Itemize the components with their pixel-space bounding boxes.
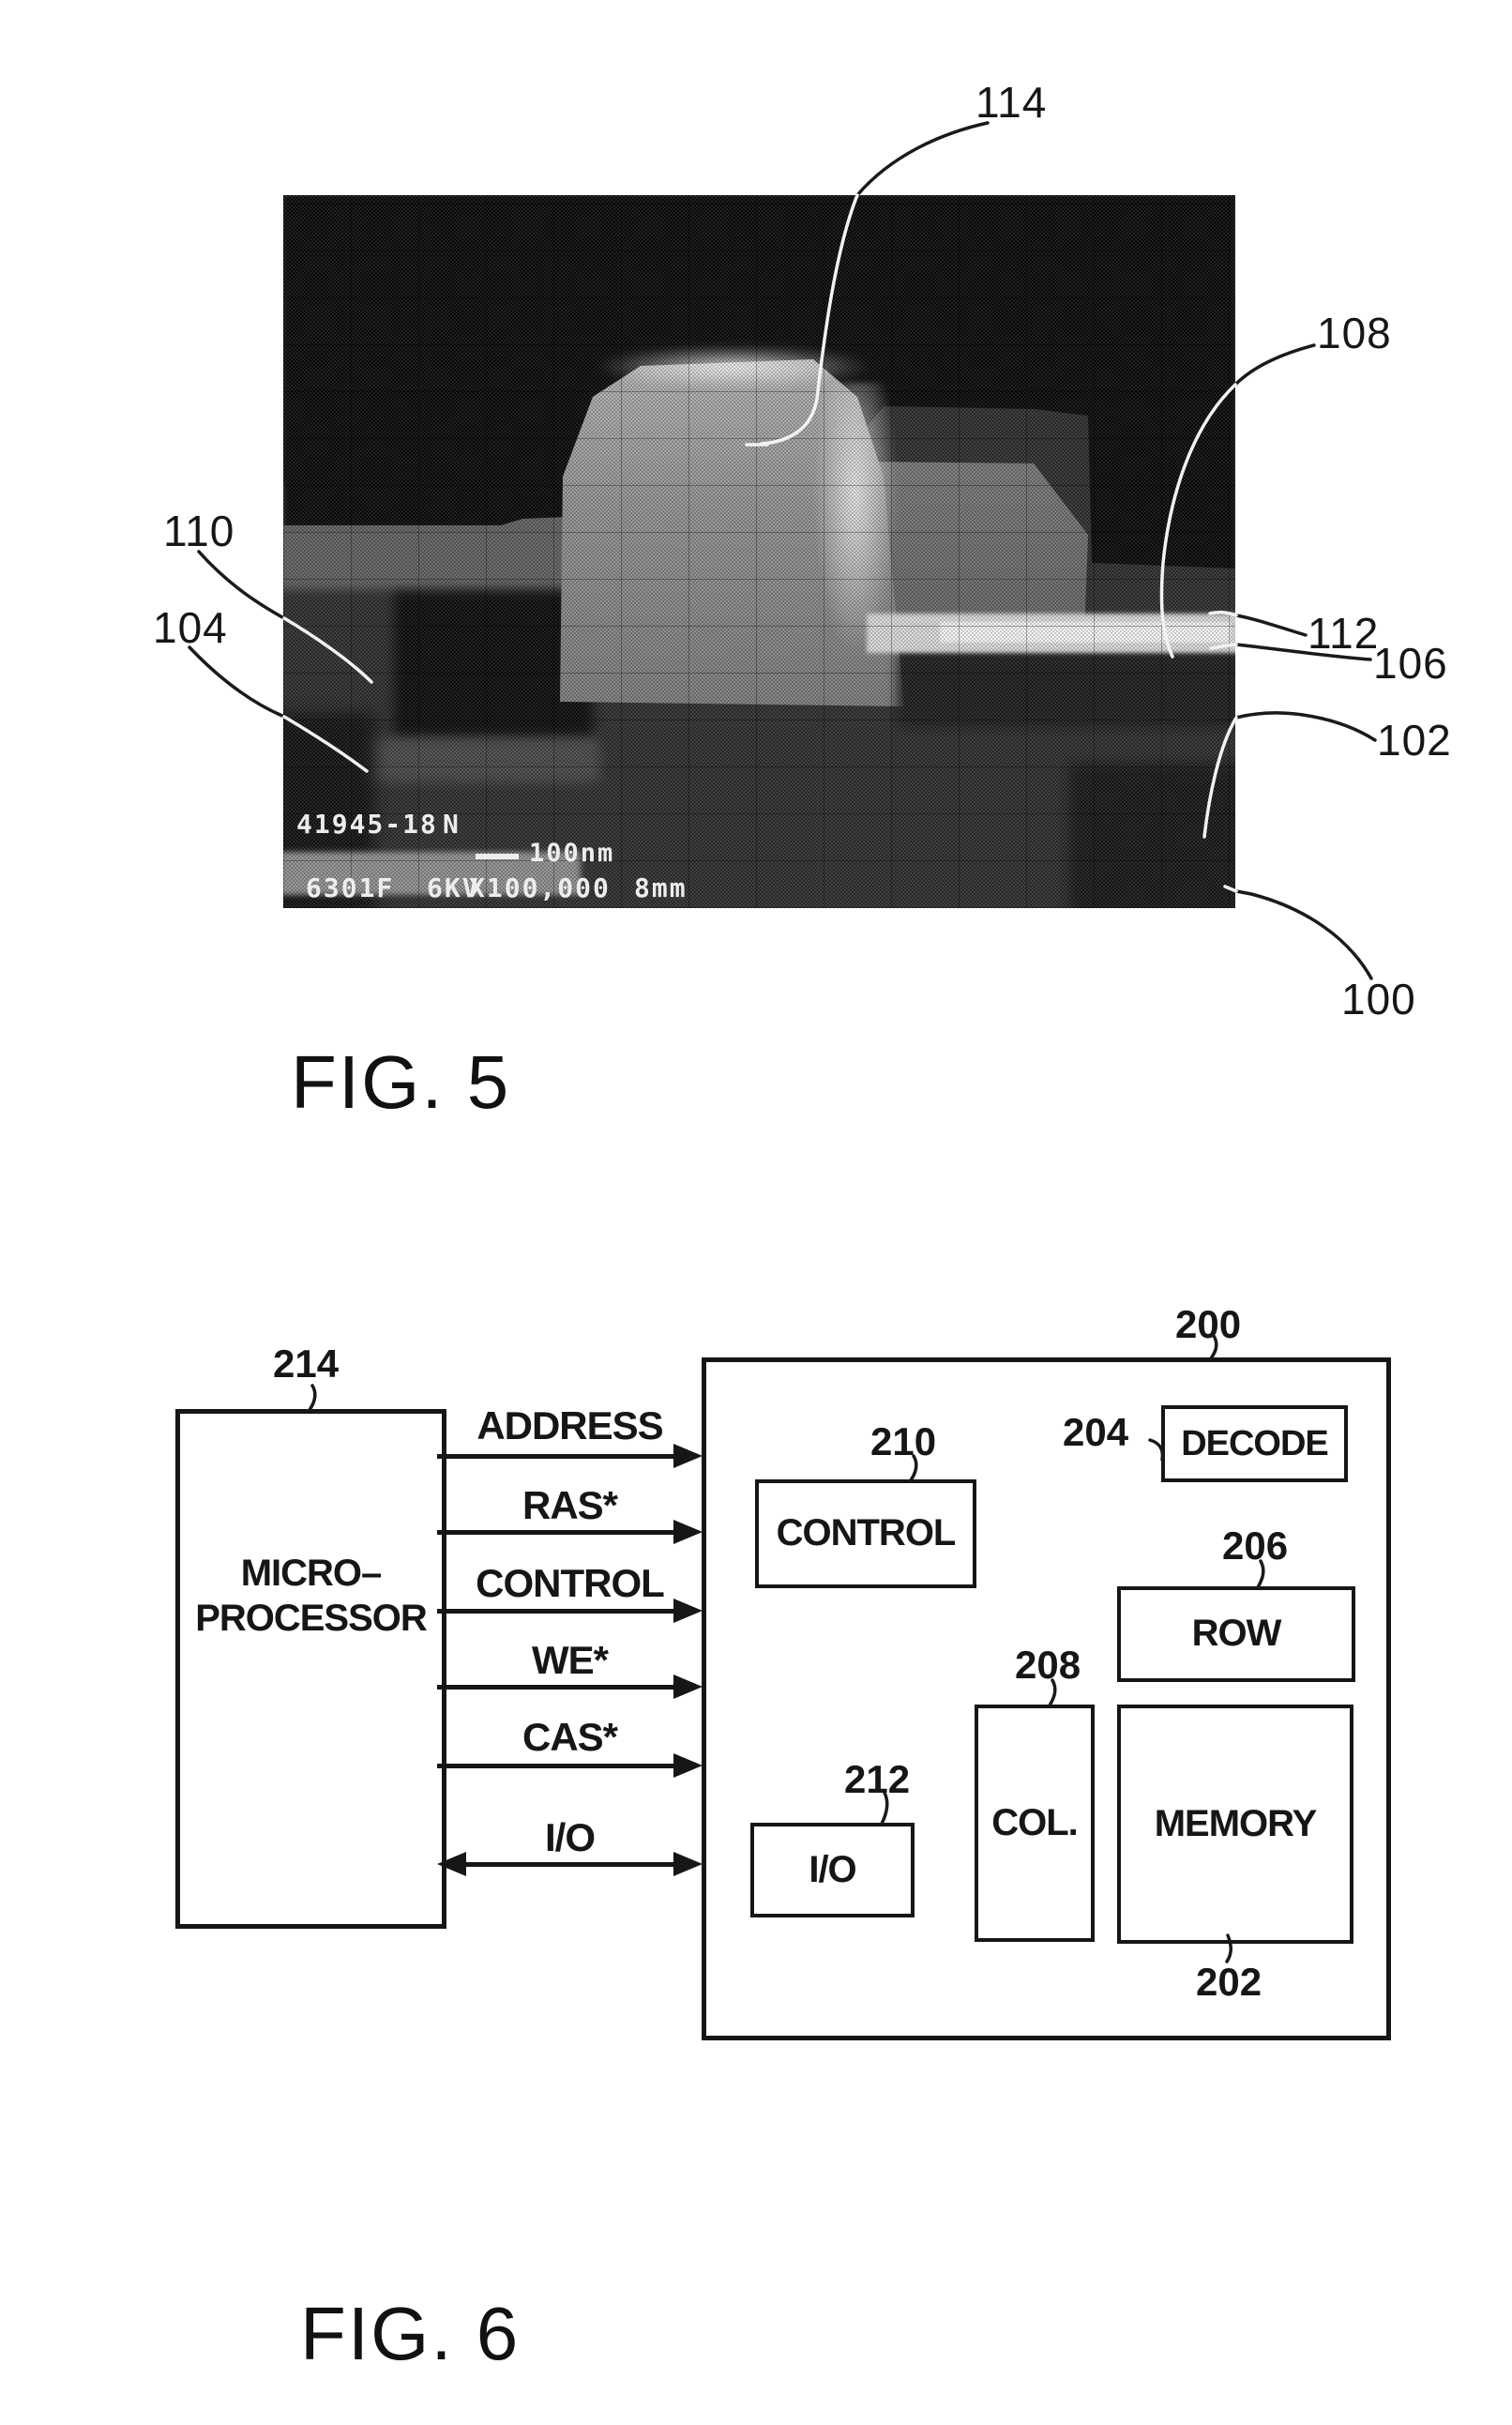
arrowhead-control	[673, 1599, 703, 1623]
callout-108: 108	[1317, 309, 1392, 357]
sem-magnification: X100,000	[469, 872, 611, 903]
signal-label-cas: CAS*	[522, 1715, 618, 1759]
ref-212: 212	[844, 1757, 911, 1801]
sem-scale-bar	[476, 854, 519, 859]
sem-scale-label: 100nm	[529, 839, 615, 868]
sem-instrument: 6301F	[306, 872, 395, 903]
row-box-label: ROW	[1191, 1613, 1282, 1655]
signal-line-cas	[437, 1764, 673, 1768]
ref-214: 214	[273, 1341, 340, 1386]
sem-left-dark-blotch	[394, 592, 593, 740]
sem-halftone-texture	[283, 195, 1235, 908]
sem-right-sub-dark	[898, 653, 1235, 728]
leader-108-outer	[1233, 343, 1316, 386]
signal-line-control	[437, 1609, 673, 1614]
leader-100-outer	[1234, 889, 1373, 980]
leader-112-outer	[1234, 614, 1308, 637]
ref-210: 210	[870, 1419, 937, 1463]
microprocessor-line2: PROCESSOR	[195, 1597, 428, 1639]
arrowhead-we	[673, 1675, 703, 1699]
sem-working-distance: 8mm	[634, 872, 688, 903]
callout-100: 100	[1341, 975, 1416, 1023]
sem-voltage: 6KV	[427, 872, 480, 903]
signal-line-io	[463, 1862, 675, 1867]
callout-106: 106	[1373, 639, 1448, 688]
ref-200: 200	[1175, 1302, 1242, 1346]
signal-label-address: ADDRESS	[476, 1403, 663, 1447]
io-box-212: I/O	[750, 1823, 915, 1917]
leader-102-outer	[1234, 711, 1377, 742]
ref-202: 202	[1196, 1960, 1263, 2004]
ref-204: 204	[1063, 1410, 1129, 1454]
arrowhead-address	[673, 1444, 703, 1468]
signal-label-we: WE*	[532, 1638, 609, 1682]
col-box-label: COL.	[991, 1801, 1079, 1843]
row-box-206: ROW	[1117, 1586, 1355, 1682]
microprocessor-line1: MICRO–	[240, 1553, 383, 1595]
arrowhead-cas	[673, 1753, 703, 1778]
callout-112: 112	[1308, 609, 1380, 658]
arrowhead-ras	[673, 1520, 703, 1544]
sem-sample-id: 41945-18	[296, 809, 438, 840]
callout-104: 104	[153, 603, 228, 652]
microprocessor-label: MICRO– PROCESSOR	[195, 1552, 428, 1640]
fig6-caption: FIG. 6	[300, 2292, 521, 2375]
control-box-label: CONTROL	[776, 1512, 957, 1554]
arrowhead-io-right	[673, 1852, 703, 1876]
leader-104-outer	[188, 645, 284, 718]
memory-box-202: MEMORY	[1117, 1705, 1353, 1944]
decode-box-label: DECODE	[1181, 1423, 1329, 1463]
ref-208: 208	[1015, 1643, 1081, 1687]
memory-box-label: MEMORY	[1154, 1802, 1318, 1844]
sem-n-flag: N	[443, 809, 461, 840]
leader-114-outer	[855, 121, 990, 197]
callout-114: 114	[975, 78, 1048, 127]
microprocessor-box: MICRO– PROCESSOR	[175, 1409, 446, 1929]
signal-line-ras	[437, 1530, 673, 1535]
io-box-label: I/O	[809, 1848, 856, 1890]
decode-box-204: DECODE	[1161, 1405, 1348, 1482]
control-box-210: CONTROL	[755, 1479, 976, 1588]
callout-102: 102	[1377, 716, 1452, 765]
signal-label-control: CONTROL	[476, 1561, 665, 1605]
ref-206: 206	[1222, 1523, 1289, 1568]
signal-line-address	[437, 1454, 673, 1459]
arrowhead-io-left	[437, 1852, 466, 1876]
signal-label-io: I/O	[544, 1815, 596, 1859]
sem-micrograph: 41945-18 N 100nm 6301F 6KV X100,000 8mm	[283, 195, 1235, 908]
signal-line-we	[437, 1685, 673, 1690]
callout-110: 110	[163, 507, 235, 555]
sem-interface-band-left	[283, 852, 581, 895]
ref-leader-214	[308, 1384, 317, 1412]
col-box-208: COL.	[975, 1705, 1095, 1942]
signal-label-ras: RAS*	[522, 1483, 618, 1527]
sem-interface-band-right-core	[940, 622, 1231, 643]
fig5-caption: FIG. 5	[291, 1040, 511, 1124]
